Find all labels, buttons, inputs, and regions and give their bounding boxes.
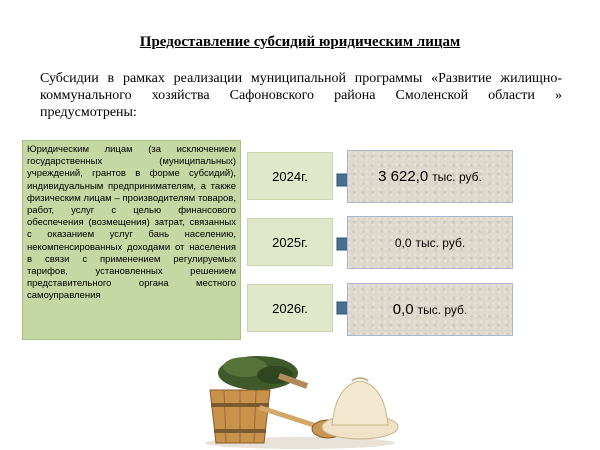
amount-unit: тыс. руб. (417, 302, 468, 317)
amount-unit: тыс. руб. (415, 235, 466, 250)
amount-value: 3 622,0 (378, 168, 429, 185)
year-label: 2026г. (272, 300, 308, 316)
sauna-accessories-picture (205, 356, 399, 449)
amount-box-2025: 0,0 тыс. руб. (347, 216, 513, 269)
amount-unit: тыс. руб. (432, 169, 482, 184)
amount-value: 0,0 (394, 235, 412, 250)
year-box-2026: 2026г. (247, 284, 333, 332)
description-box: Юридическим лицам (за исключением госуда… (22, 140, 241, 340)
intro-text: Субсидии в рамках реализации муниципальн… (40, 71, 562, 120)
year-label: 2024г. (272, 168, 308, 184)
year-box-2024: 2024г. (247, 152, 333, 200)
page-title: Предоставление субсидий юридическим лица… (139, 34, 461, 50)
year-box-2025: 2025г. (247, 218, 333, 266)
year-label: 2025г. (272, 234, 308, 250)
amount-box-2024: 3 622,0 тыс. руб. (347, 150, 513, 203)
amount-value: 0,0 (392, 301, 414, 318)
amount-box-2026: 0,0 тыс. руб. (347, 283, 513, 336)
